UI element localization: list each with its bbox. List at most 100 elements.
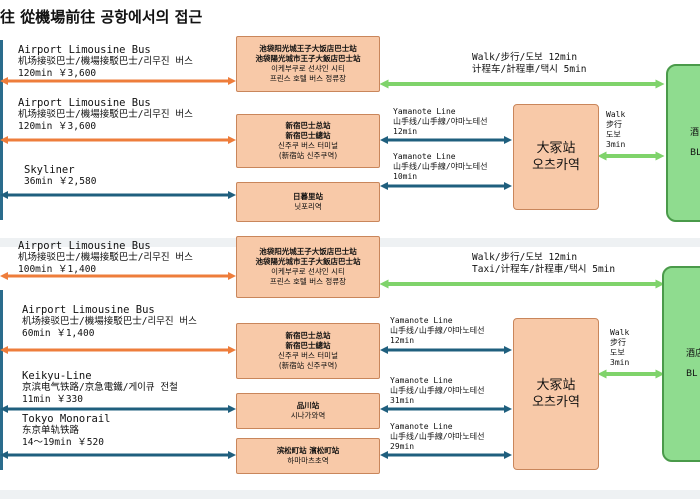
hub-otsuka-station: 大冢站 오츠카역 [513, 104, 599, 210]
stop-shinjuku-bus-terminal: 新宿巴士总站 新宿巴士總站 신주쿠 버스 터미널 (新宿站 신주쿠역) [236, 323, 380, 379]
link-text: 3min [610, 358, 630, 367]
route-time-fare: 11min ￥330 [22, 394, 83, 405]
walk-label: Walk 步行 도보 3min [606, 110, 625, 150]
yamanote-label: Yamanote Line 山手线/山手線/야마노테선 12min [393, 107, 487, 137]
route-name-local: 东京单轨铁路 [22, 425, 80, 436]
yamanote-label: Yamanote Line 山手线/山手線/야마노테선 10min [393, 152, 487, 182]
link-text: 山手线/山手線/야마노테선 [390, 326, 485, 335]
route-label: Airport Limousine Bus 机场接驳巴士/機場接駁巴士/리무진 … [18, 44, 193, 80]
stop-name: 프린스 호텔 버스 정류장 [269, 277, 347, 286]
stop-name: 池袋阳光城王子大饭店巴士站 [259, 247, 357, 256]
stop-nippori: 日暮里站 닛포리역 [236, 182, 380, 222]
link-text: 10min [393, 172, 418, 181]
link-text: 步行 [606, 120, 622, 129]
link-text: 12min [393, 127, 418, 136]
link-text: 山手线/山手線/야마노테선 [393, 162, 488, 171]
route-name: Airport Limousine Bus [18, 240, 151, 252]
route-name-local: 机场接驳巴士/機場接駁巴士/리무진 버스 [18, 252, 193, 263]
stop-name: 新宿巴士總站 [285, 131, 331, 140]
link-text: 12min [390, 336, 415, 345]
link-text: 31min [390, 396, 415, 405]
link-text: Walk/步行/도보 12min [472, 52, 578, 63]
route-label: Skyliner 36min ￥2,580 [24, 164, 96, 188]
stop-name: 신주쿠 버스 터미널 [278, 351, 338, 360]
stop-name: 新宿巴士总站 [285, 331, 331, 340]
link-text: 29min [390, 442, 415, 451]
hotel-name: 酒 [690, 128, 700, 138]
route-name: Keikyu-Line [22, 370, 92, 382]
route-name: Airport Limousine Bus [22, 304, 155, 316]
route-name-local: 机场接驳巴士/機場接駁巴士/리무진 버스 [18, 109, 193, 120]
walk-label: Walk 步行 도보 3min [610, 328, 629, 368]
hotel-box: 酒店 BL [662, 266, 700, 462]
link-text: Yamanote Line [393, 107, 456, 116]
hotel-name: BL [690, 148, 700, 158]
hotel-name: 酒店 [686, 349, 700, 359]
link-text: Walk [606, 110, 626, 119]
stop-name: 日暮里站 [293, 192, 323, 201]
route-name: Skyliner [24, 164, 75, 176]
left-edge-bar [0, 40, 3, 220]
link-text: 山手线/山手線/야마노테선 [390, 386, 485, 395]
link-text: 도보 [606, 130, 621, 139]
stop-ikebukuro-sunshine: 池袋阳光城王子大饭店巴士站 池袋陽光城市王子大飯店巴士站 이케부쿠로 선샤인 시… [236, 236, 380, 298]
hub-name: 大冢站 [536, 141, 576, 156]
stop-ikebukuro-sunshine: 池袋阳光城王子大饭店巴士站 池袋陽光城市王子大飯店巴士站 이케부쿠로 선샤인 시… [236, 36, 380, 92]
route-name-local: 机场接驳巴士/機場接駁巴士/리무진 버스 [18, 56, 193, 67]
route-label: Airport Limousine Bus 机场接驳巴士/機場接駁巴士/리무진 … [18, 240, 193, 276]
left-edge-bar [0, 290, 3, 470]
link-text: 山手线/山手線/야마노테선 [393, 117, 488, 126]
stop-name: 프린스 호텔 버스 정류장 [269, 74, 347, 83]
hub-name: 大冢站 [536, 378, 576, 393]
stop-name: 池袋陽光城市王子大飯店巴士站 [255, 54, 361, 63]
yamanote-label: Yamanote Line 山手线/山手線/야마노테선 29min [390, 422, 484, 452]
stop-shinjuku-bus-terminal: 新宿巴士总站 新宿巴士總站 신주쿠 버스 터미널 (新宿站 신주쿠역) [236, 114, 380, 168]
link-text: 3min [606, 140, 626, 149]
stop-name: 新宿巴士總站 [285, 341, 331, 350]
route-time-fare: 120min ￥3,600 [18, 121, 97, 132]
hub-name: 오츠카역 [532, 395, 580, 410]
route-label: Keikyu-Line 京滨电气铁路/京急電鐵/게이큐 전철 11min ￥33… [22, 370, 178, 406]
stop-name: 이케부쿠로 선샤인 시티 [271, 64, 345, 73]
stop-name: 하마마츠초역 [287, 456, 329, 465]
yamanote-label: Yamanote Line 山手线/山手線/야마노테선 12min [390, 316, 484, 346]
walk-taxi-label: Walk/步行/도보 12min 计程车/計程車/택시 5min [472, 52, 587, 76]
link-text: Yamanote Line [393, 152, 456, 161]
link-text: Yamanote Line [390, 376, 453, 385]
link-text: 山手线/山手線/야마노테선 [390, 432, 485, 441]
route-time-fare: 100min ￥1,400 [18, 264, 97, 275]
route-name: Airport Limousine Bus [18, 44, 151, 56]
yamanote-label: Yamanote Line 山手线/山手線/야마노테선 31min [390, 376, 484, 406]
header: 往 從機場前往 공항에서의 접근 [0, 0, 700, 34]
route-label: Airport Limousine Bus 机场接驳巴士/機場接駁巴士/리무진 … [22, 304, 197, 340]
route-label: Airport Limousine Bus 机场接驳巴士/機場接駁巴士/리무진 … [18, 97, 193, 133]
link-text: 步行 [610, 338, 626, 347]
route-label: Tokyo Monorail 东京单轨铁路 14～19min ￥520 [22, 413, 111, 449]
hub-otsuka-station: 大冢站 오츠카역 [513, 318, 599, 470]
stop-name: (新宿站 신주쿠역) [278, 361, 338, 370]
stop-name: 新宿巴士总站 [285, 121, 331, 130]
walk-taxi-label: Walk/步行/도보 12min Taxi/计程车/計程車/택시 5min [472, 252, 615, 276]
link-text: Walk/步行/도보 12min [472, 252, 578, 263]
stop-hamamatsucho: 滨松町站 濱松町站 하마마츠초역 [236, 438, 380, 474]
hotel-name: BL [686, 369, 698, 379]
route-time-fare: 120min ￥3,600 [18, 68, 97, 79]
route-name-local: 机场接驳巴士/機場接駁巴士/리무진 버스 [22, 316, 197, 327]
stop-name: 池袋阳光城王子大饭店巴士站 [259, 44, 357, 53]
link-text: Yamanote Line [390, 422, 453, 431]
stop-name: 滨松町站 濱松町站 [276, 446, 340, 455]
route-name: Tokyo Monorail [22, 413, 111, 425]
hotel-box: 酒 BL [666, 64, 700, 222]
route-name: Airport Limousine Bus [18, 97, 151, 109]
link-text: Walk [610, 328, 630, 337]
stop-name: 신주쿠 버스 터미널 [278, 141, 338, 150]
stop-name: 닛포리역 [294, 202, 322, 211]
stop-name: 品川站 [296, 401, 320, 410]
link-text: Taxi/计程车/計程車/택시 5min [472, 264, 616, 275]
link-text: Yamanote Line [390, 316, 453, 325]
route-time-fare: 14～19min ￥520 [22, 437, 104, 448]
stop-name: (新宿站 신주쿠역) [278, 151, 338, 160]
guide-band [0, 490, 700, 499]
page-title: 往 從機場前往 공항에서의 접근 [0, 8, 203, 26]
